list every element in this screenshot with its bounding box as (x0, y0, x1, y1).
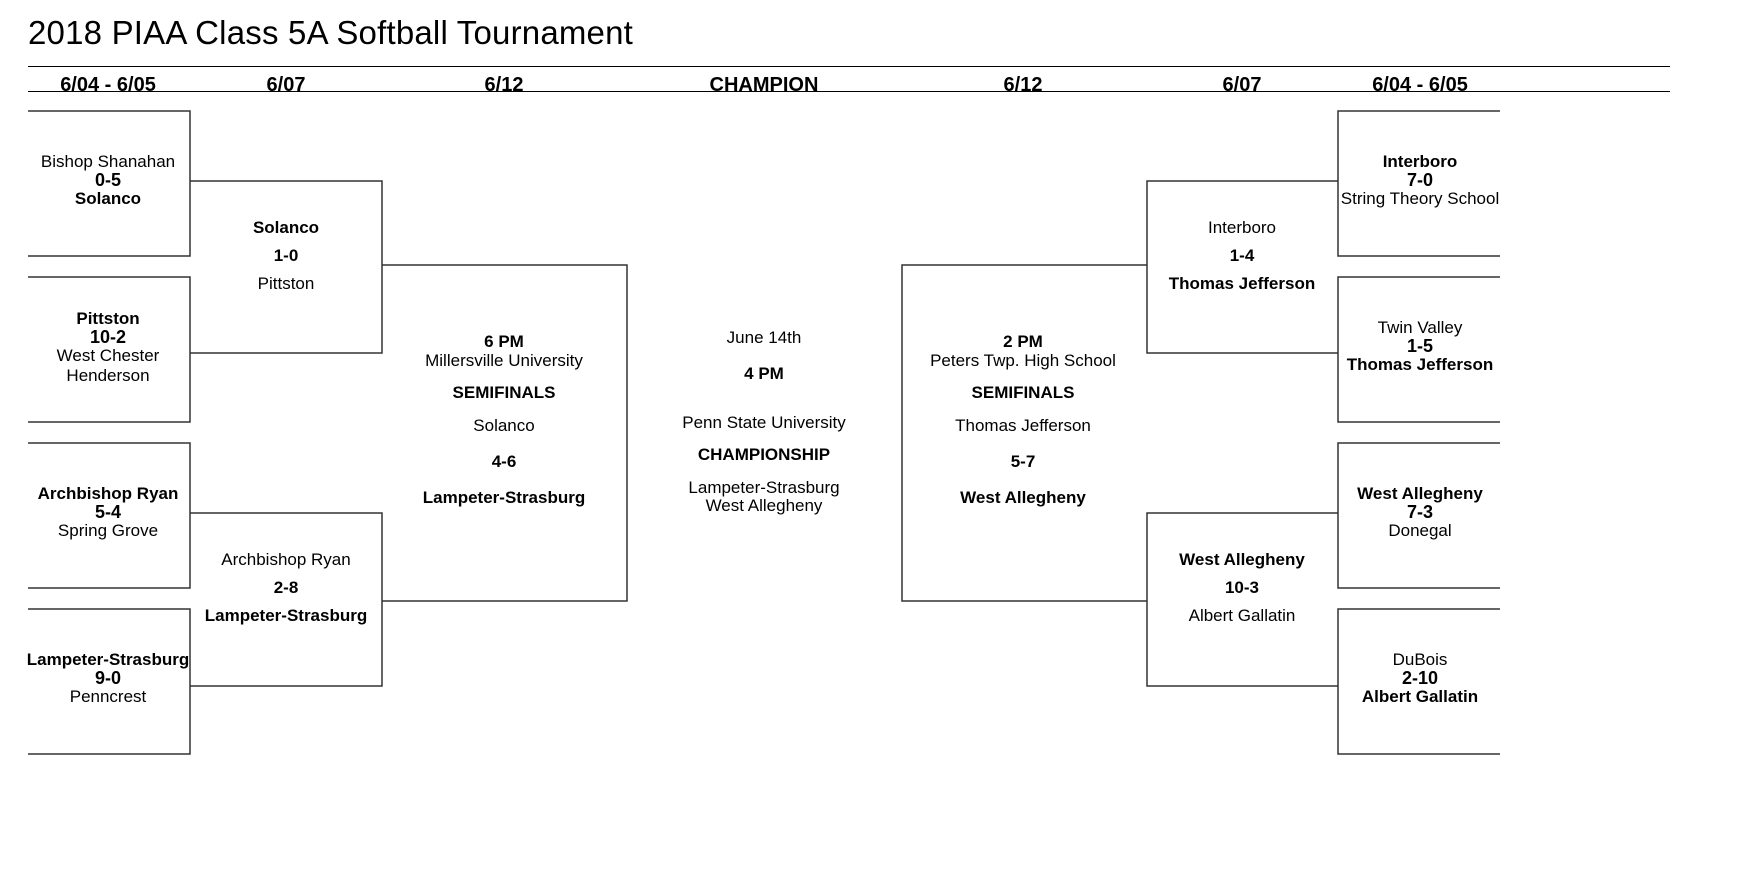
team-name: Archbishop Ryan (37, 484, 179, 503)
match-r1-right-2: Twin Valley 1-5 Thomas Jefferson (1347, 318, 1493, 375)
match-r2-right-2: West Allegheny 10-3 Albert Gallatin (1179, 550, 1305, 626)
header-round2-right: 6/07 (1222, 74, 1262, 96)
header-round2-left: 6/07 (266, 74, 306, 96)
team-name: Penncrest (69, 687, 147, 706)
game-time: 2 PM (1003, 332, 1043, 351)
team-name: Lampeter-Strasburg (204, 606, 368, 625)
header-semi-left: 6/12 (484, 74, 524, 96)
team-name: West Allegheny (1179, 550, 1305, 569)
team-name: Thomas Jefferson (1168, 274, 1316, 293)
team-name: String Theory School (1340, 189, 1500, 208)
match-score: 4-6 (491, 452, 517, 471)
match-r2-right-1: Interboro 1-4 Thomas Jefferson (1169, 218, 1315, 294)
team-name-line2: Henderson (66, 366, 150, 385)
team-name-line1: West Chester (56, 346, 160, 365)
header-bottom-rule (28, 91, 1670, 92)
team-name: Interboro (1382, 152, 1458, 171)
championship-block: June 14th 4 PM Penn State University CHA… (682, 328, 845, 516)
header-top-rule (28, 66, 1670, 67)
championship-date: June 14th (726, 328, 802, 347)
team-name: Solanco (74, 189, 142, 208)
match-score: 7-3 (1406, 502, 1434, 522)
match-r1-left-1: Bishop Shanahan 0-5 Solanco (41, 152, 175, 209)
header-round1-left: 6/04 - 6/05 (60, 74, 156, 96)
match-score: 5-4 (94, 502, 121, 522)
match-r1-left-2: Pittston 10-2 West Chester Henderson (57, 309, 160, 386)
semifinal-left: 6 PM Millersville University SEMIFINALS … (423, 332, 585, 508)
team-name: Lampeter-Strasburg (688, 478, 840, 497)
team-name: Albert Gallatin (1188, 606, 1296, 625)
match-score: 2-8 (273, 578, 299, 597)
semifinal-right: 2 PM Peters Twp. High School SEMIFINALS … (930, 332, 1116, 508)
match-r1-left-3: Archbishop Ryan 5-4 Spring Grove (38, 484, 179, 541)
venue: Peters Twp. High School (930, 351, 1116, 370)
round-label: SEMIFINALS (971, 383, 1075, 402)
team-name: DuBois (1392, 650, 1448, 669)
match-score: 1-4 (1229, 246, 1255, 265)
page-title: 2018 PIAA Class 5A Softball Tournament (28, 14, 634, 51)
match-score: 10-2 (89, 327, 127, 347)
match-r1-right-3: West Allegheny 7-3 Donegal (1357, 484, 1483, 541)
match-score: 0-5 (94, 170, 122, 190)
team-name: West Allegheny (960, 488, 1086, 507)
match-r2-left-1: Solanco 1-0 Pittston (253, 218, 319, 294)
match-r1-right-1: Interboro 7-0 String Theory School (1341, 152, 1499, 209)
team-name: Thomas Jefferson (955, 416, 1091, 435)
round-label: SEMIFINALS (452, 383, 556, 402)
team-name: Lampeter-Strasburg (422, 488, 586, 507)
team-name: Solanco (473, 416, 535, 435)
match-score: 9-0 (94, 668, 122, 688)
match-score: 2-10 (1401, 668, 1439, 688)
venue: Penn State University (682, 413, 846, 432)
team-name: Twin Valley (1377, 318, 1463, 337)
match-r2-left-2: Archbishop Ryan 2-8 Lampeter-Strasburg (205, 550, 367, 626)
match-r1-right-4: DuBois 2-10 Albert Gallatin (1362, 650, 1478, 707)
game-time: 6 PM (484, 332, 524, 351)
match-score: 10-3 (1224, 578, 1260, 597)
team-name: Archbishop Ryan (221, 550, 351, 569)
team-name: Bishop Shanahan (40, 152, 176, 171)
team-name: Spring Grove (57, 521, 159, 540)
header-round1-right: 6/04 - 6/05 (1372, 74, 1468, 96)
header-champion: CHAMPION (709, 74, 819, 96)
match-r1-left-4: Lampeter-Strasburg 9-0 Penncrest (27, 650, 189, 707)
team-name: West Allegheny (705, 496, 823, 515)
venue: Millersville University (425, 351, 583, 370)
team-name: West Allegheny (1357, 484, 1483, 503)
team-name: Albert Gallatin (1361, 687, 1479, 706)
match-score: 1-0 (273, 246, 299, 265)
championship-time: 4 PM (744, 364, 784, 383)
team-name: Thomas Jefferson (1346, 355, 1494, 374)
match-score: 1-5 (1406, 336, 1433, 356)
match-score: 5-7 (1010, 452, 1036, 471)
header-semi-right: 6/12 (1003, 74, 1043, 96)
team-name: Donegal (1388, 521, 1452, 540)
team-name: Pittston (76, 309, 140, 328)
round-label: CHAMPIONSHIP (697, 445, 831, 464)
team-name: Pittston (257, 274, 315, 293)
team-name: Lampeter-Strasburg (26, 650, 190, 669)
team-name: Interboro (1207, 218, 1277, 237)
match-score: 7-0 (1406, 170, 1433, 190)
team-name: Solanco (252, 218, 320, 237)
